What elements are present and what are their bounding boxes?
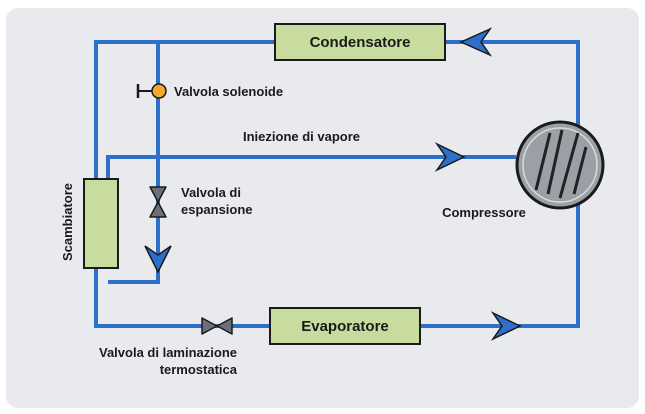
arrow-condenser-in bbox=[459, 27, 493, 57]
evaporator-label: Evaporatore bbox=[301, 318, 389, 335]
pipe-expansion-branch bbox=[108, 42, 160, 284]
solenoid-valve-label: Valvola solenoide bbox=[174, 84, 283, 99]
lamination-valve-label-line1: Valvola di laminazione bbox=[99, 345, 237, 360]
expansion-valve-label-line1: Valvola di bbox=[181, 185, 241, 200]
heat-exchanger: Scambiatore bbox=[60, 178, 119, 269]
lamination-valve: Valvola di laminazione termostatica bbox=[99, 317, 238, 377]
vapor-injection-label: Iniezione di vapore bbox=[243, 129, 360, 144]
exchanger-label: Scambiatore bbox=[60, 183, 75, 261]
solenoid-valve-icon bbox=[151, 83, 167, 99]
compressor: Compressore bbox=[442, 120, 605, 220]
arrow-evaporator-out bbox=[490, 311, 522, 341]
compressor-label: Compressore bbox=[442, 205, 526, 220]
pipe-right-lower bbox=[420, 200, 580, 328]
condenser: Condensatore bbox=[274, 23, 446, 61]
expansion-valve-icon bbox=[149, 186, 167, 218]
pipe-condenser-right bbox=[445, 40, 580, 130]
evaporator: Evaporatore bbox=[269, 307, 421, 345]
flow-arrows bbox=[144, 27, 522, 341]
diagram-background bbox=[6, 8, 639, 408]
condenser-label: Condensatore bbox=[310, 34, 411, 51]
pipe-network bbox=[94, 40, 580, 328]
arrow-expansion-down bbox=[144, 245, 172, 274]
expansion-valve-label-line2: espansione bbox=[181, 202, 253, 217]
pipe-top bbox=[94, 40, 275, 178]
pipe-vapor-injection bbox=[106, 155, 516, 180]
expansion-valve: Valvola di espansione bbox=[149, 185, 253, 218]
solenoid-valve: Valvola solenoide bbox=[136, 83, 283, 99]
lamination-valve-icon bbox=[201, 317, 233, 335]
lamination-valve-label-line2: termostatica bbox=[160, 362, 238, 377]
arrow-vapor-injection bbox=[434, 142, 466, 172]
